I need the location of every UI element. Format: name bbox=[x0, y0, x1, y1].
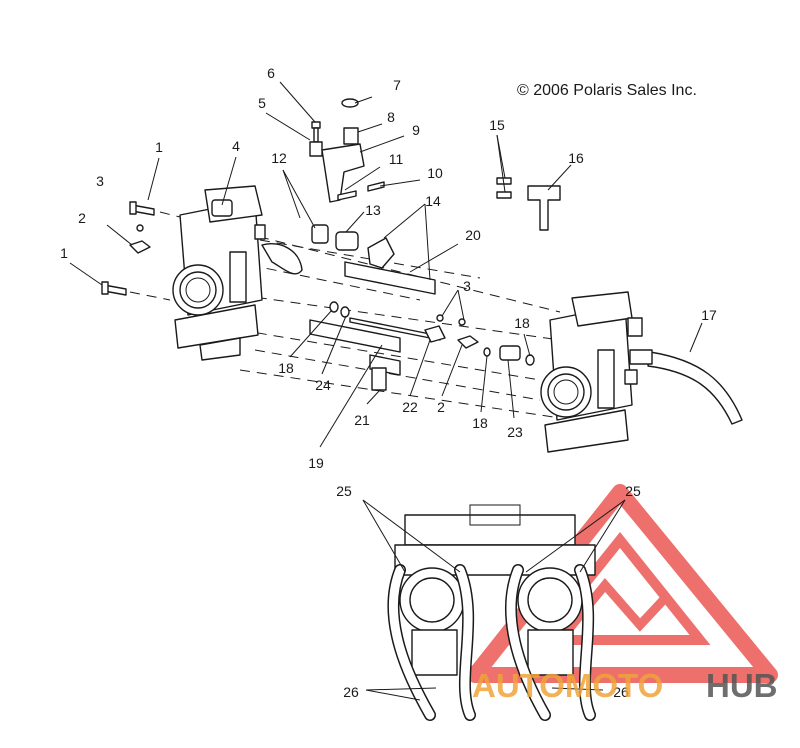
leader-lines bbox=[69, 81, 703, 701]
watermark-text-automoto: AUTOMOTO bbox=[472, 667, 663, 704]
callout-1-upper: 1 bbox=[155, 139, 163, 155]
callout-26-right: 26 bbox=[613, 684, 629, 700]
callout-4: 4 bbox=[232, 138, 240, 154]
callout-18-left: 18 bbox=[278, 360, 294, 376]
callout-3-left: 3 bbox=[96, 173, 104, 189]
callout-13: 13 bbox=[365, 202, 381, 218]
callout-19: 19 bbox=[308, 455, 324, 471]
assembled-carburetors bbox=[387, 504, 596, 721]
callout-24: 24 bbox=[315, 377, 331, 393]
callout-12: 12 bbox=[271, 150, 287, 166]
callout-15: 15 bbox=[489, 117, 505, 133]
copyright-text: © 2006 Polaris Sales Inc. bbox=[517, 82, 697, 99]
watermark-text: AUTOMOTO HUB bbox=[472, 667, 778, 704]
callout-16: 16 bbox=[568, 150, 584, 166]
callout-20: 20 bbox=[465, 227, 481, 243]
callout-23: 23 bbox=[507, 424, 523, 440]
callout-5: 5 bbox=[258, 95, 266, 111]
callout-18-right: 18 bbox=[514, 315, 530, 331]
callout-21: 21 bbox=[354, 412, 370, 428]
callout-11: 11 bbox=[389, 151, 404, 167]
callout-8: 8 bbox=[387, 109, 395, 125]
right-carburetor bbox=[540, 291, 643, 453]
hardware-parts bbox=[101, 98, 561, 391]
watermark-text-hub: HUB bbox=[706, 667, 778, 704]
callout-3-right: 3 bbox=[463, 278, 471, 294]
left-carburetor bbox=[172, 185, 303, 361]
callout-18-center: 18 bbox=[472, 415, 488, 431]
callout-25-right: 25 bbox=[625, 483, 641, 499]
callout-22: 22 bbox=[402, 399, 418, 415]
callout-9: 9 bbox=[412, 122, 420, 138]
callout-2-left: 2 bbox=[78, 210, 86, 226]
fuel-hose bbox=[629, 349, 743, 425]
callout-25-left: 25 bbox=[336, 483, 352, 499]
callout-26-left: 26 bbox=[343, 684, 359, 700]
callout-numbers: 1 1 2 2 3 3 4 5 6 7 8 9 10 11 12 13 14 1… bbox=[60, 65, 717, 700]
callout-1-lower: 1 bbox=[60, 245, 68, 261]
callout-14: 14 bbox=[425, 193, 441, 209]
callout-7: 7 bbox=[393, 77, 401, 93]
callout-2-right: 2 bbox=[437, 399, 445, 415]
callout-10: 10 bbox=[427, 165, 443, 181]
callout-6: 6 bbox=[267, 65, 275, 81]
callout-17: 17 bbox=[701, 307, 717, 323]
